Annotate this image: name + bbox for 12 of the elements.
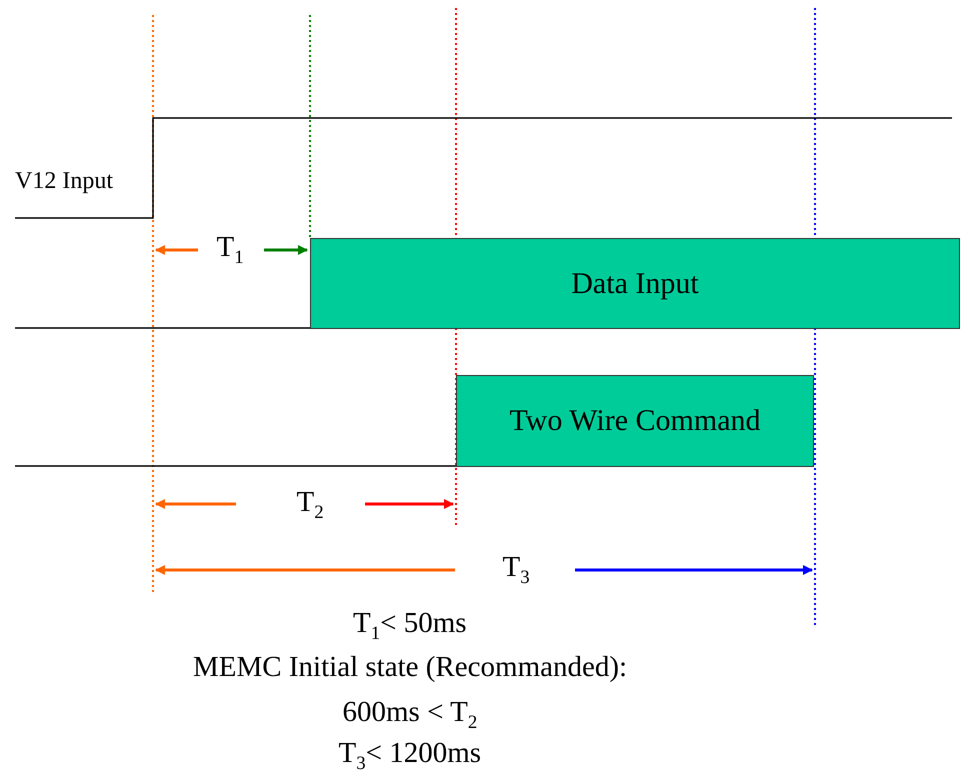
signal-name: Two Wire Command (509, 404, 761, 438)
timing-note: MEMC Initial state (Recommanded): (193, 652, 628, 684)
timing-note: T$_{3}$< 1200ms (338, 738, 482, 775)
dimension-label: T$_{2}$ (296, 487, 324, 524)
signal-box (310, 238, 960, 329)
signal-name: V12 Input (15, 168, 113, 194)
timing-note: 600ms < T$_{2}$ (342, 697, 478, 734)
dimension-label: T$_{1}$ (216, 232, 244, 269)
dimension-label: T$_{3}$ (502, 552, 530, 589)
timing-note: T$_{1}$< 50ms (353, 608, 467, 645)
signal-name: Data Input (571, 266, 699, 300)
signal-box (456, 375, 814, 467)
